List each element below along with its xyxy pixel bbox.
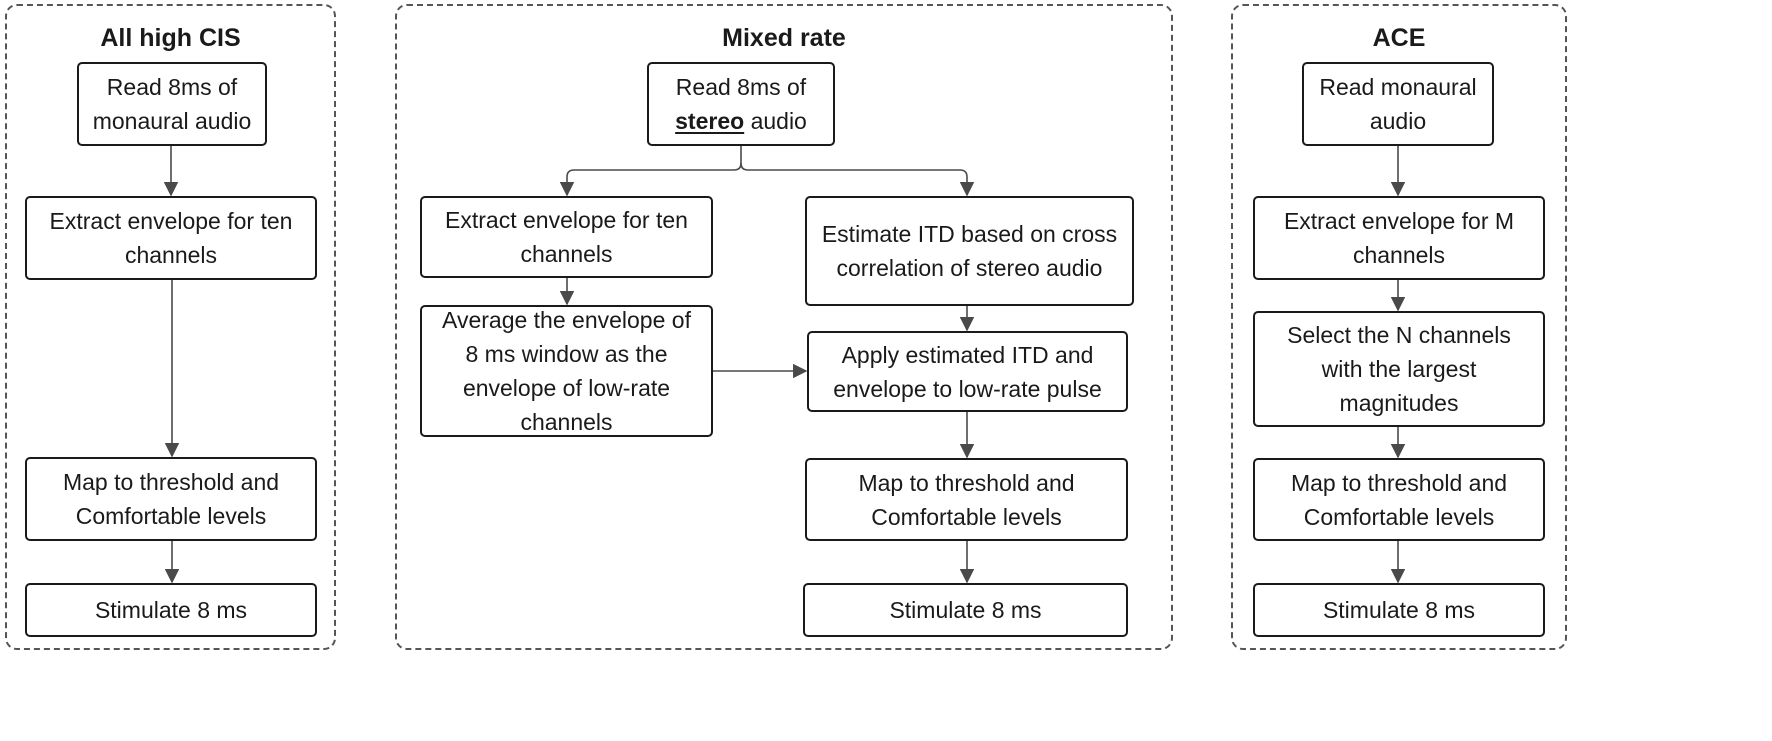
step-text: Stimulate 8 ms	[94, 597, 248, 623]
step-text: Map to threshold and	[62, 469, 280, 495]
step-text: Read 8ms of	[675, 74, 807, 100]
step-text: Extract envelope for ten	[445, 207, 688, 233]
step-map-levels: Map to threshold and Comfortable levels	[1253, 458, 1545, 541]
step-text: Read monaural	[1319, 74, 1477, 100]
step-text: channels	[520, 241, 613, 267]
step-map-levels: Map to threshold and Comfortable levels	[25, 457, 317, 541]
step-text: envelope of low-rate	[462, 375, 671, 401]
step-text: Comfortable levels	[1303, 503, 1495, 530]
step-text: Stimulate 8 ms	[1322, 597, 1476, 623]
step-text: audio	[744, 108, 807, 134]
step-text: monaural audio	[92, 108, 252, 134]
step-text: Comfortable levels	[75, 503, 267, 529]
step-text: Estimate ITD based on cross	[821, 221, 1118, 247]
step-text: Apply estimated ITD and	[841, 341, 1094, 368]
step-text: Comfortable levels	[871, 503, 1062, 530]
panel-all-high-cis: All high CIS	[5, 4, 336, 650]
step-text: channels	[520, 409, 613, 435]
step-extract-envelope: Extract envelope for ten channels	[25, 196, 317, 280]
step-text: channels	[124, 242, 218, 268]
step-text: Extract envelope for M	[1283, 208, 1515, 234]
step-text: Read 8ms of	[106, 74, 238, 100]
emphasized-word: stereo	[675, 108, 745, 134]
step-text: 8 ms window as the	[465, 341, 668, 367]
step-stimulate: Stimulate 8 ms	[25, 583, 317, 637]
step-text: Extract envelope for ten	[49, 208, 293, 234]
step-read-audio: Read 8ms of monaural audio	[77, 62, 267, 146]
step-text: magnitudes	[1339, 390, 1459, 416]
step-text: correlation of stereo audio	[836, 255, 1103, 281]
step-extract-envelope: Extract envelope for ten channels	[420, 196, 713, 278]
arrow	[740, 162, 975, 197]
panel-title: ACE	[1372, 24, 1426, 52]
step-text: Map to threshold and	[858, 469, 1075, 496]
step-text: Stimulate 8 ms	[889, 597, 1042, 623]
step-stimulate: Stimulate 8 ms	[1253, 583, 1545, 637]
step-text: envelope to low-rate pulse	[833, 375, 1102, 402]
panel-title: All high CIS	[100, 24, 241, 52]
panel-mixed-rate: Mixed rate	[395, 4, 1173, 650]
step-read-stereo-audio: Read 8ms of stereo audio	[647, 62, 835, 146]
arrow	[559, 146, 742, 197]
panel-ace: ACE	[1231, 4, 1567, 650]
step-text: channels	[1352, 242, 1446, 268]
step-text: Average the envelope of	[442, 307, 691, 333]
step-text: audio	[1369, 108, 1427, 134]
step-average-envelope: Average the envelope of 8 ms window as t…	[420, 305, 713, 437]
step-extract-envelope: Extract envelope for M channels	[1253, 196, 1545, 280]
panel-title: Mixed rate	[722, 24, 846, 52]
step-map-levels: Map to threshold and Comfortable levels	[805, 458, 1128, 541]
step-text: Map to threshold and	[1290, 469, 1508, 496]
step-select-channels: Select the N channels with the largest m…	[1253, 311, 1545, 427]
step-read-audio: Read monaural audio	[1302, 62, 1494, 146]
step-estimate-itd: Estimate ITD based on cross correlation …	[805, 196, 1134, 306]
step-text: with the largest	[1321, 356, 1477, 382]
step-text: Select the N channels	[1287, 322, 1511, 348]
step-stimulate: Stimulate 8 ms	[803, 583, 1128, 637]
step-apply-itd: Apply estimated ITD and envelope to low-…	[807, 331, 1128, 412]
